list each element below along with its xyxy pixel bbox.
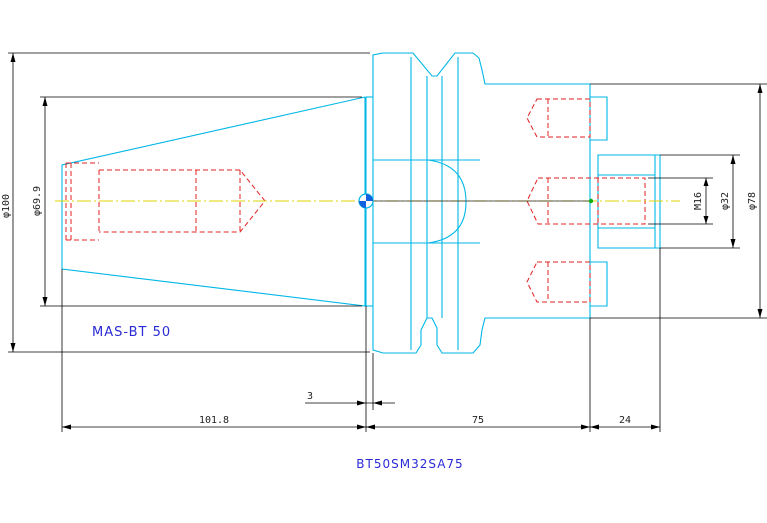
dim-len-3: 3	[307, 391, 313, 402]
dim-len-101-8: 101.8	[199, 415, 229, 426]
dim-len-75: 75	[472, 415, 484, 426]
dim-dia-32: φ32	[720, 192, 731, 210]
dim-dia-69-9: φ69.9	[32, 186, 43, 216]
dim-len-24: 24	[619, 415, 631, 426]
flange-body	[372, 52, 591, 354]
taper-shank	[61, 96, 366, 307]
center-marker-icon	[358, 193, 374, 209]
holder-label: MAS-BT 50	[92, 325, 171, 340]
dimension-lines	[8, 52, 767, 432]
central-bore	[526, 177, 646, 225]
dim-dia-78: φ78	[747, 192, 758, 210]
keyway-arc	[427, 159, 467, 244]
dim-m16: M16	[693, 192, 704, 210]
adapter-body	[590, 96, 608, 141]
adapter-body-2	[590, 261, 608, 307]
center-point-icon	[588, 198, 594, 204]
part-number: BT50SM32SA75	[356, 457, 463, 471]
holder-outline	[61, 52, 661, 354]
arrowheads	[10, 53, 763, 430]
lower-clamp-screw	[526, 261, 591, 303]
dim-dia-100: φ100	[1, 194, 12, 218]
upper-clamp-screw	[526, 98, 591, 138]
